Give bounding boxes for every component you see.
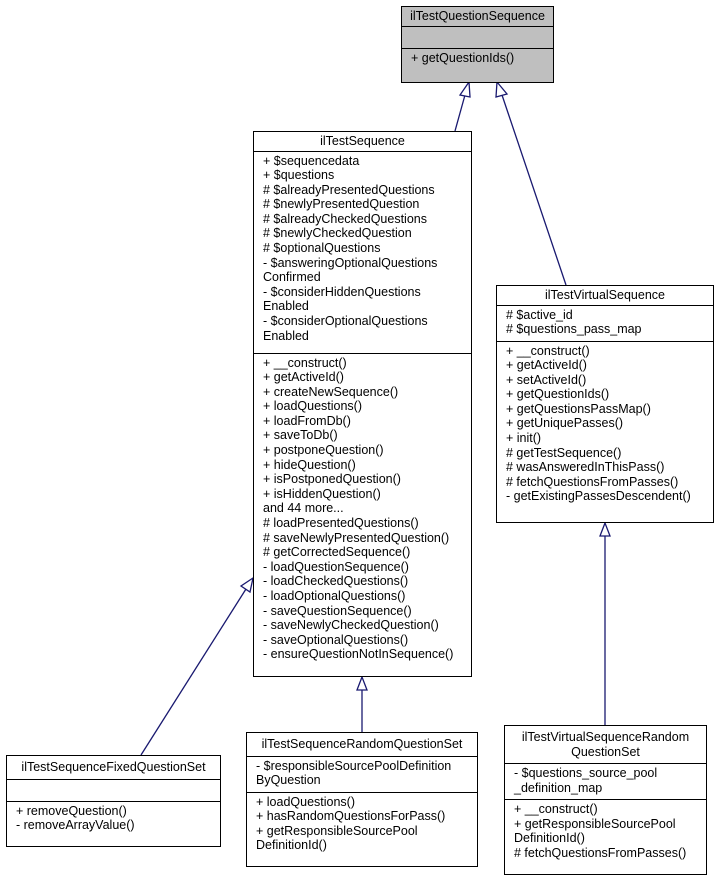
class-box-iltestsequence[interactable]: ilTestSequence + $sequencedata + $questi… [253, 131, 472, 677]
attribute: # $active_id [506, 307, 573, 322]
method: - getExistingPassesDescendent() [506, 489, 691, 504]
class-name: ilTestVirtualSequenceRandom QuestionSet [505, 726, 706, 763]
attributes-section: + $sequencedata + $questions # $alreadyP… [254, 150, 471, 353]
method: # saveNewlyPresentedQuestion() [263, 530, 450, 545]
method: - loadOptionalQuestions() [263, 589, 406, 603]
class-name: ilTestVirtualSequence [545, 288, 665, 302]
methods-section: + getQuestionIds() [402, 47, 553, 68]
attributes-section: - $questions_source_pool _definition_map [505, 763, 706, 799]
method: - saveQuestionSequence() [263, 603, 412, 618]
edge-random-to-sequence [356, 675, 368, 732]
attribute: # $alreadyPresentedQuestions [263, 182, 435, 197]
attribute: Enabled [263, 299, 309, 314]
method: + __construct() [514, 802, 598, 816]
attributes-section: - $responsibleSourcePoolDefinition ByQue… [247, 755, 477, 792]
methods-section: + loadQuestions() + hasRandomQuestionsFo… [247, 791, 477, 855]
method: + loadFromDb() [263, 413, 351, 428]
method: # fetchQuestionsFromPasses() [514, 845, 687, 860]
method: + getQuestionsPassMap() [506, 401, 651, 416]
class-box-iltestsequencefixedquestionset[interactable]: ilTestSequenceFixedQuestionSet + removeQ… [6, 755, 221, 847]
attribute: + $questions [263, 168, 335, 183]
class-name-line: ilTestVirtualSequenceRandom [521, 730, 690, 744]
edge-fixed-to-sequence [140, 576, 254, 756]
attribute: - $responsibleSourcePoolDefinition [256, 758, 452, 773]
method: - saveOptionalQuestions() [263, 632, 409, 647]
class-name: ilTestQuestionSequence [410, 9, 545, 23]
method: - loadCheckedQuestions() [263, 574, 409, 589]
method: DefinitionId() [256, 838, 327, 853]
method: + saveToDb() [263, 428, 338, 443]
methods-section: + __construct() + getActiveId() + create… [254, 352, 471, 664]
method: # loadPresentedQuestions() [263, 516, 419, 531]
edge-virtualrandom-to-virtualsequence [599, 521, 611, 725]
method: + isHiddenQuestion() [263, 486, 381, 501]
attribute: # $optionalQuestions [263, 241, 381, 256]
method: DefinitionId() [514, 831, 585, 846]
method: + loadQuestions() [263, 399, 363, 414]
method: + __construct() [263, 355, 347, 370]
method: - saveNewlyCheckedQuestion() [263, 618, 439, 633]
attribute: ByQuestion [256, 773, 321, 788]
method: + loadQuestions() [256, 794, 356, 809]
attribute: # $newlyPresentedQuestion [263, 197, 420, 212]
method: - removeArrayValue() [16, 818, 135, 833]
methods-section: + __construct() + getActiveId() + setAct… [497, 340, 713, 507]
method: + getQuestionIds() [411, 50, 515, 65]
method: + init() [506, 431, 542, 446]
method: # fetchQuestionsFromPasses() [506, 474, 679, 489]
methods-section: + __construct() + getResponsibleSourcePo… [505, 799, 706, 862]
method: - loadQuestionSequence() [263, 559, 409, 574]
attribute: - $answeringOptionalQuestions [263, 255, 438, 270]
attribute: # $questions_pass_map [506, 322, 642, 337]
method: + getResponsibleSourcePool [514, 816, 676, 831]
attribute: - $considerHiddenQuestions [263, 284, 421, 299]
attributes-section: # $active_id # $questions_pass_map [497, 304, 713, 341]
more-methods-link[interactable]: and 44 more... [263, 501, 344, 516]
class-box-iltestsequencerandomquestionset[interactable]: ilTestSequenceRandomQuestionSet - $respo… [246, 732, 478, 867]
method: + removeQuestion() [16, 803, 127, 818]
method: + isPostponedQuestion() [263, 472, 401, 487]
method: + getActiveId() [506, 358, 587, 373]
class-box-iltestvirtualsequencerandomquestionset[interactable]: ilTestVirtualSequenceRandom QuestionSet … [504, 725, 707, 875]
method: + hasRandomQuestionsForPass() [256, 809, 446, 824]
class-box-iltestquestionsequence[interactable]: ilTestQuestionSequence + getQuestionIds(… [401, 6, 554, 83]
method: + postponeQuestion() [263, 443, 384, 458]
class-name: ilTestSequenceRandomQuestionSet [261, 737, 463, 751]
edge-virtualsequence-to-questionsequence [495, 80, 567, 286]
attribute: + $sequencedata [263, 153, 360, 168]
method: + getQuestionIds() [506, 387, 610, 402]
method: - ensureQuestionNotInSequence() [263, 647, 454, 662]
attribute: # $alreadyCheckedQuestions [263, 211, 427, 226]
method: # getTestSequence() [506, 445, 622, 460]
method: + setActiveId() [506, 372, 587, 387]
attribute: - $considerOptionalQuestions [263, 314, 428, 329]
method: + createNewSequence() [263, 384, 399, 399]
attribute: - $questions_source_pool [514, 766, 658, 780]
class-box-iltestvirtualsequence[interactable]: ilTestVirtualSequence # $active_id # $qu… [496, 285, 714, 523]
attribute: _definition_map [514, 780, 603, 795]
methods-section: + removeQuestion() - removeArrayValue() [7, 800, 220, 835]
attribute: Enabled [263, 328, 309, 343]
method: # getCorrectedSequence() [263, 545, 411, 560]
edge-sequence-to-questionsequence [454, 80, 471, 132]
method: + hideQuestion() [263, 457, 356, 472]
attributes-section [402, 25, 553, 48]
method: + getResponsibleSourcePool [256, 823, 418, 838]
method: + getUniquePasses() [506, 416, 624, 431]
method: + __construct() [506, 343, 590, 358]
attribute: # $newlyCheckedQuestion [263, 226, 412, 241]
attributes-section [7, 778, 220, 801]
class-name: ilTestSequenceFixedQuestionSet [21, 760, 206, 774]
method: + getActiveId() [263, 370, 344, 385]
class-name: ilTestSequence [320, 134, 405, 148]
method: # wasAnsweredInThisPass() [506, 460, 665, 475]
class-name-line: QuestionSet [571, 744, 640, 759]
attribute: Confirmed [263, 270, 321, 285]
